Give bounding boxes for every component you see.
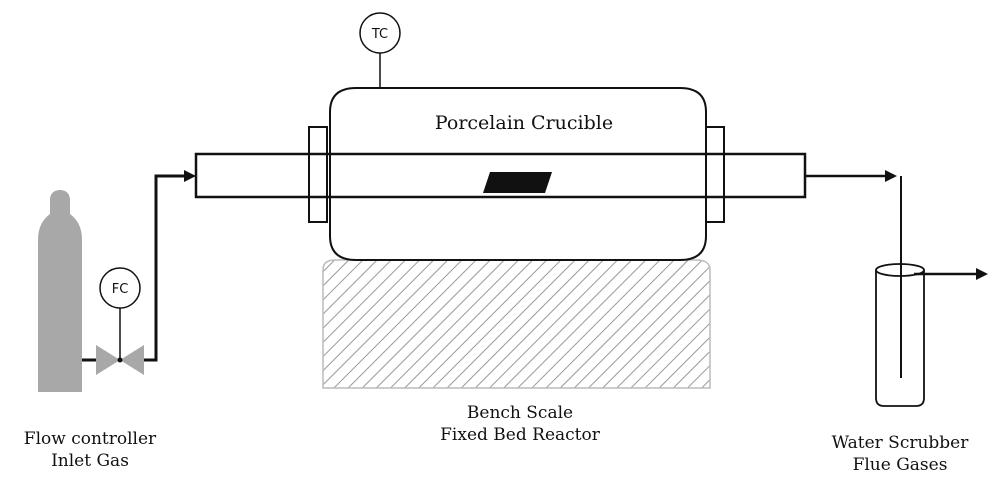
flow-control-valve <box>96 345 144 375</box>
inlet-caption: Flow controller Inlet Gas <box>5 428 175 472</box>
scrubber-caption-line2: Flue Gases <box>852 455 948 475</box>
gas-cylinder <box>38 190 82 392</box>
inlet-arrow-icon <box>184 170 196 182</box>
reactor-support-block <box>322 259 711 389</box>
inlet-caption-line1: Flow controller <box>23 429 157 449</box>
left-flange <box>308 126 328 223</box>
fc-label: FC <box>112 282 129 297</box>
outlet-arrow-icon <box>885 170 897 182</box>
flue-gas-arrow-icon <box>976 268 988 280</box>
scrubber-caption-line1: Water Scrubber <box>831 433 969 453</box>
tc-label: TC <box>371 27 388 42</box>
thermocouple-gauge: TC <box>359 12 401 88</box>
porcelain-crucible <box>483 172 552 193</box>
reactor-caption-line2: Fixed Bed Reactor <box>440 425 600 445</box>
scrubber-caption: Water Scrubber Flue Gases <box>810 432 990 476</box>
water-scrubber <box>875 270 925 407</box>
right-flange <box>705 126 725 223</box>
inlet-caption-line2: Inlet Gas <box>51 451 129 471</box>
crucible-label: Porcelain Crucible <box>435 112 613 134</box>
inlet-gas-line <box>144 174 188 362</box>
reactor-caption: Bench Scale Fixed Bed Reactor <box>420 402 620 446</box>
flow-controller-gauge: FC <box>99 267 141 358</box>
reactor-caption-line1: Bench Scale <box>466 403 574 423</box>
